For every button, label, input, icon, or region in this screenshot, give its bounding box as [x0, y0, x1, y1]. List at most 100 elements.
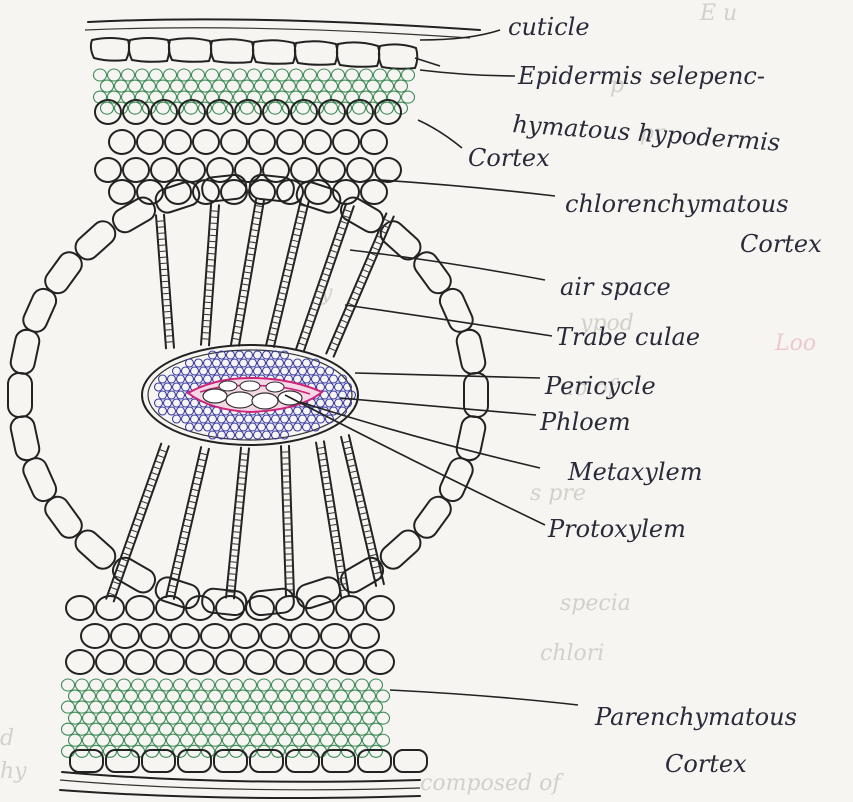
parenchyma-cell	[216, 701, 229, 713]
phloem-cell	[168, 375, 176, 383]
endodermis-cell	[455, 414, 488, 462]
parenchyma-cell	[251, 734, 264, 746]
parenchyma-cell	[104, 679, 117, 691]
phloem-cell	[294, 407, 302, 415]
phloem-cell	[213, 423, 221, 431]
parenchyma-cell	[370, 745, 383, 757]
parenchyma-cell	[356, 679, 369, 691]
phloem-cell	[240, 423, 248, 431]
parenchyma-cell	[195, 690, 208, 702]
parenchyma-cell	[363, 690, 376, 702]
svg-text:d: d	[0, 726, 14, 751]
cortex-cell	[361, 180, 387, 204]
hypodermis-cell	[374, 69, 387, 81]
phloem-cell	[204, 359, 212, 367]
parenchyma-cell	[342, 745, 355, 757]
parenchyma-cell	[223, 712, 236, 724]
parenchyma-cell	[76, 723, 89, 735]
hypodermis-cell	[115, 80, 128, 92]
cortex-cell	[347, 158, 373, 182]
parenchyma-cell	[118, 701, 131, 713]
parenchyma-cell	[370, 723, 383, 735]
svg-text:composed of: composed of	[420, 771, 564, 796]
phloem-cell	[204, 375, 212, 383]
label-air-space: air space	[560, 273, 671, 301]
hypodermis-cell	[297, 80, 310, 92]
parenchyma-cell	[139, 734, 152, 746]
parenchyma-cell	[160, 701, 173, 713]
hypodermis-cell	[325, 80, 338, 92]
phloem-cell	[263, 367, 271, 375]
phloem-cell	[267, 359, 275, 367]
hypodermis-cell	[332, 69, 345, 81]
cortex-cell	[137, 130, 163, 154]
parenchyma-cell	[349, 712, 362, 724]
hypodermis-cell	[304, 69, 317, 81]
phloem-cell	[330, 375, 338, 383]
phloem-cell	[177, 391, 185, 399]
hypodermis-cell	[220, 69, 233, 81]
label-cuticle: cuticle	[508, 13, 590, 41]
hypodermis-cell	[122, 69, 135, 81]
phloem-cell	[281, 415, 289, 423]
phloem-cell	[326, 383, 334, 391]
phloem-cell	[177, 375, 185, 383]
parenchyma-cell	[125, 690, 138, 702]
parenchyma-cell	[111, 734, 124, 746]
phloem-cell	[195, 423, 203, 431]
background-bleed-through: p pr y ypod uo of s pre specia chlori co…	[0, 1, 816, 796]
label-chlorenchymatous-line1: chlorenchymatous	[565, 190, 789, 218]
parenchyma-cell	[139, 712, 152, 724]
phloem-cell	[182, 383, 190, 391]
phloem-cell	[263, 351, 271, 359]
parenchyma-cell	[83, 690, 96, 702]
phloem-cell	[191, 415, 199, 423]
phloem-cell	[335, 399, 343, 407]
parenchyma-cell	[314, 723, 327, 735]
hypodermis-cell	[241, 80, 254, 92]
parenchyma-cell	[230, 679, 243, 691]
cortex-cell	[336, 596, 364, 620]
phloem-cell	[182, 367, 190, 375]
cortex-cell	[319, 158, 345, 182]
cortex-cell	[179, 158, 205, 182]
cortex-cell	[235, 100, 261, 124]
hypodermis-cell	[234, 69, 247, 81]
cortex-cell	[306, 650, 334, 674]
endodermis-cell	[20, 455, 60, 505]
phloem-cell	[303, 375, 311, 383]
phloem-cell	[173, 399, 181, 407]
phloem-cell	[186, 407, 194, 415]
phloem-cell	[254, 415, 262, 423]
svg-text:Loo: Loo	[774, 331, 816, 356]
endodermis-cell	[9, 328, 42, 376]
phloem-cell	[312, 375, 320, 383]
phloem-cell	[290, 415, 298, 423]
phloem-cell	[294, 423, 302, 431]
parenchyma-cell	[230, 723, 243, 735]
parenchyma-cell	[286, 723, 299, 735]
phloem-cell	[227, 431, 235, 439]
hypodermis-cell	[101, 102, 114, 114]
endodermis-cell	[109, 194, 159, 237]
phloem-cell	[236, 431, 244, 439]
phloem-cell	[191, 367, 199, 375]
parenchyma-cell	[209, 734, 222, 746]
parenchyma-cell	[237, 712, 250, 724]
phloem-cell	[159, 375, 167, 383]
cortex-cell	[375, 158, 401, 182]
parenchyma-cell	[335, 734, 348, 746]
parenchyma-cell	[272, 679, 285, 691]
parenchyma-cell	[125, 734, 138, 746]
parenchyma-cell	[328, 701, 341, 713]
svg-text:E u: E u	[699, 1, 737, 26]
parenchyma-cell	[202, 701, 215, 713]
phloem-cell	[321, 375, 329, 383]
hypodermis-cell	[262, 69, 275, 81]
hypodermis-cell	[311, 80, 324, 92]
parenchyma-cell	[300, 701, 313, 713]
parenchyma-cell	[272, 723, 285, 735]
parenchyma-cell	[293, 690, 306, 702]
hypodermis-cell	[150, 69, 163, 81]
cortex-cell	[319, 100, 345, 124]
